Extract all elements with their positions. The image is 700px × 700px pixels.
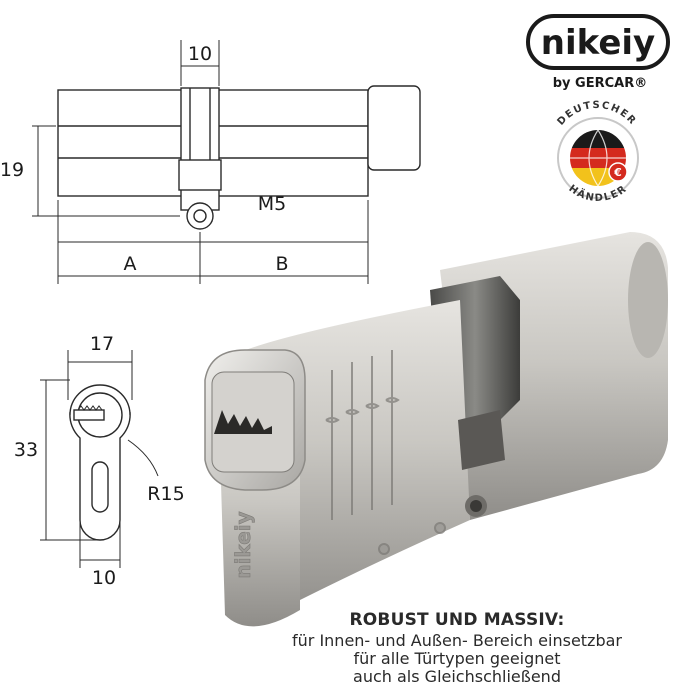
- euro-symbol: €: [613, 166, 622, 179]
- dim-screw-m5: M5: [258, 193, 286, 215]
- dim-side-b: B: [275, 253, 288, 275]
- brand-logo: nikeiy: [526, 14, 670, 70]
- side-view-drawing: [32, 40, 421, 284]
- seal-bottom-text: HÄNDLER: [566, 183, 629, 204]
- marketing-copy: ROBUST UND MASSIV: für Innen- und Außen-…: [222, 610, 692, 686]
- front-profile-drawing: [40, 350, 159, 568]
- cylinder-embossed-logo: nikeiy: [231, 511, 255, 578]
- lock-cylinder-photo: nikeiy: [204, 232, 668, 627]
- internal-pins: [325, 350, 446, 555]
- dim-width-10-bottom: 10: [92, 567, 116, 589]
- brand-byline: by GERCAR®: [552, 76, 648, 91]
- german-dealer-seal: € DEUTSCHER HÄNDLER: [556, 100, 639, 204]
- copy-headline: ROBUST UND MASSIV:: [349, 610, 565, 630]
- copy-line-3: auch als Gleichschließend: [353, 667, 561, 686]
- dim-radius-r15: R15: [147, 483, 184, 505]
- dim-width-10-top: 10: [188, 43, 212, 65]
- dim-side-a: A: [124, 253, 137, 275]
- euro-coin-icon: [608, 162, 628, 182]
- keyway-icon: [214, 410, 272, 434]
- dim-height-19: 19: [0, 159, 24, 181]
- dim-height-33: 33: [14, 439, 38, 461]
- dim-width-17: 17: [90, 333, 114, 355]
- seal-top-text: DEUTSCHER: [556, 100, 639, 128]
- copy-line-1: für Innen- und Außen- Bereich einsetzbar: [292, 631, 622, 650]
- copy-line-2: für alle Türtypen geeignet: [353, 649, 561, 668]
- logo-wordmark: nikeiy: [541, 23, 655, 63]
